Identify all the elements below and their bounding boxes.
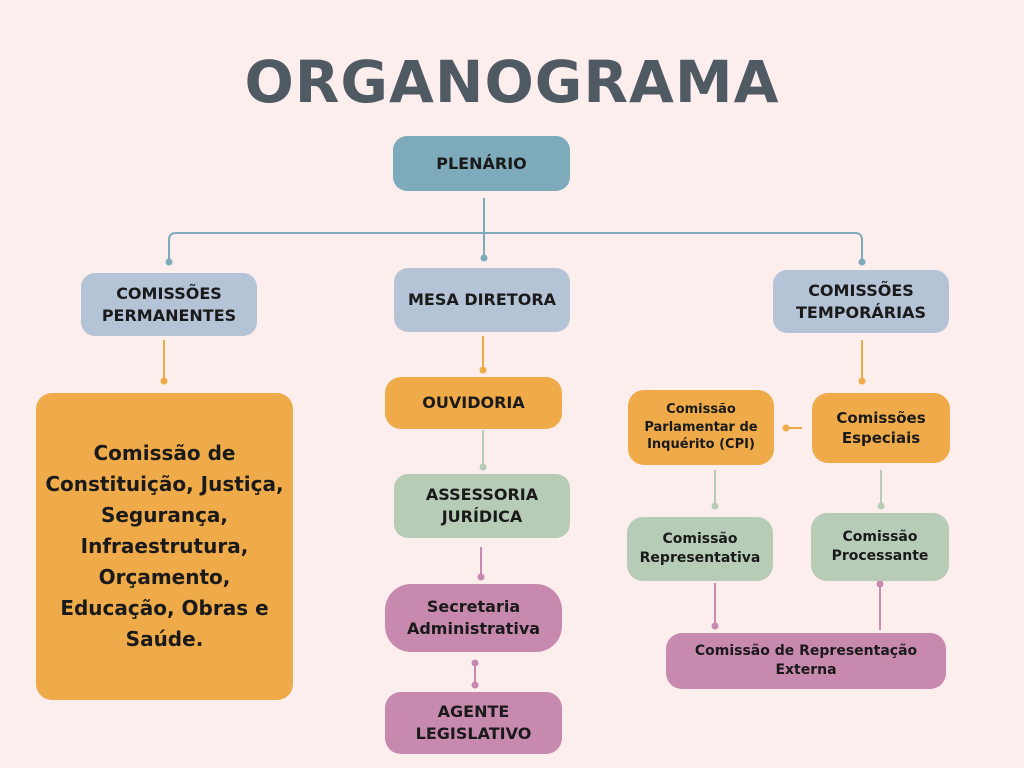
node-plenario: PLENÁRIO	[393, 136, 570, 191]
node-ouvidoria: OUVIDORIA	[385, 377, 562, 429]
node-comissoes-temporarias: COMISSÕES TEMPORÁRIAS	[773, 270, 949, 333]
page-title: ORGANOGRAMA	[244, 48, 780, 116]
node-secretaria-administrativa: Secretaria Administrativa	[385, 584, 562, 652]
node-permanentes-lista: Comissão de Constituição, Justiça, Segur…	[36, 393, 293, 700]
node-mesa-diretora: MESA DIRETORA	[394, 268, 570, 332]
node-comissoes-especiais: Comissões Especiais	[812, 393, 950, 463]
node-comissoes-permanentes: COMISSÕES PERMANENTES	[81, 273, 257, 336]
node-assessoria-juridica: ASSESSORIA JURÍDICA	[394, 474, 570, 538]
node-comissao-processante: Comissão Processante	[811, 513, 949, 581]
node-cpi: Comissão Parlamentar de Inquérito (CPI)	[628, 390, 774, 465]
node-comissao-representativa: Comissão Representativa	[627, 517, 773, 581]
node-agente-legislativo: AGENTE LEGISLATIVO	[385, 692, 562, 754]
node-representacao-externa: Comissão de Representação Externa	[666, 633, 946, 689]
